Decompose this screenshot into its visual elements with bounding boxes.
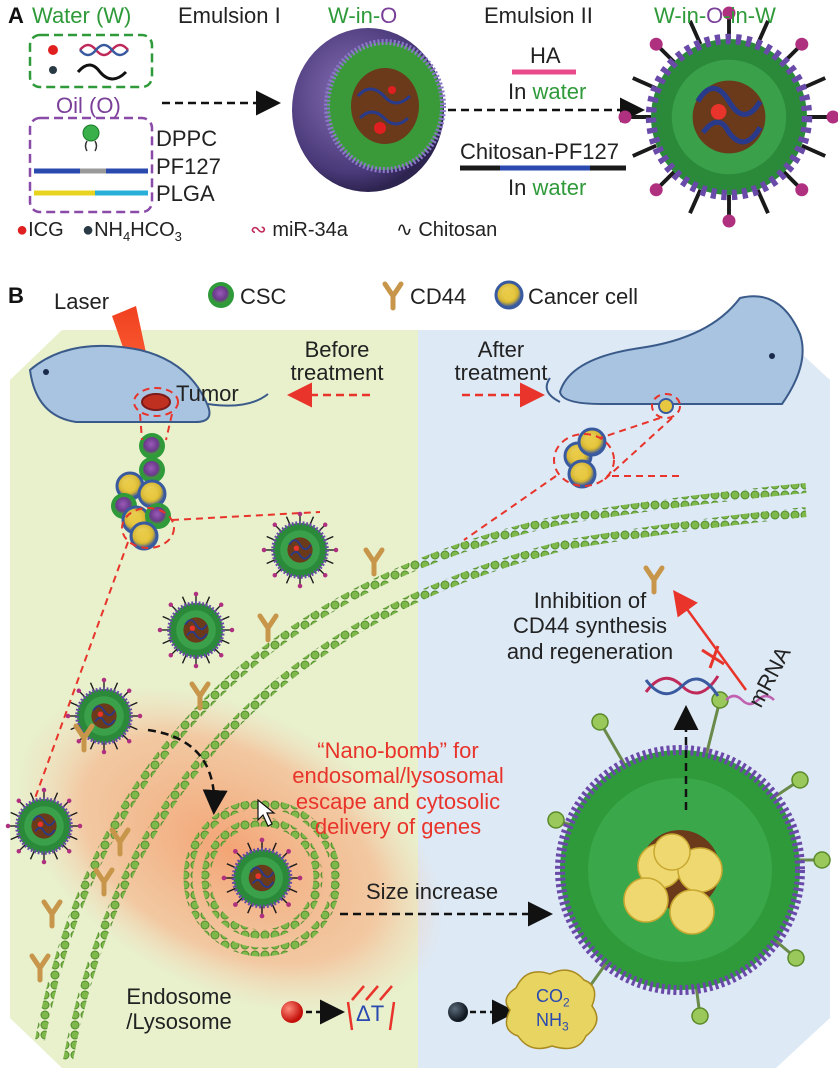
panel-b-letter: B (8, 283, 24, 308)
heat-glow (16, 685, 444, 1015)
emulsion1-label: Emulsion I (178, 3, 281, 28)
dna-helix-icon (644, 675, 720, 697)
oil-label: Oil (O) (56, 93, 121, 118)
legend-nh4hco3: ●NH4HCO3 (82, 219, 182, 244)
w-in-o-in-w-particle (619, 7, 838, 228)
chitosan-curve-icon (76, 63, 128, 81)
cancer-cell-icon (494, 280, 524, 310)
water-label: Water (W) (32, 3, 132, 28)
endosome-label: Endosome/Lysosome (126, 984, 232, 1035)
nh4hco3-dot-icon (49, 66, 57, 74)
cell-membrane-outer (35, 483, 807, 1041)
cell-membrane-inner (63, 507, 807, 1061)
zoom-lines (29, 387, 684, 813)
plga-label: PLGA (156, 181, 215, 206)
ha-in-water: In water (508, 79, 587, 104)
swollen-particle (547, 691, 831, 1025)
internalization-arrow (147, 728, 228, 815)
chitosan-pf127-label: Chitosan-PF127 (460, 139, 619, 164)
w-in-o-in-w-label: W-in-O-in-W (654, 3, 776, 28)
mrna-icon (725, 694, 775, 706)
mouse-right-icon (545, 295, 804, 414)
mir-helix-icon (79, 43, 129, 57)
cancer-cell-label: Cancer cell (528, 284, 639, 309)
legend-mir: ∾ miR-34a (250, 219, 348, 241)
heat-marks-icon (346, 985, 396, 1031)
cursor-icon (257, 798, 276, 827)
w-in-o-label: W-in-O (328, 3, 398, 28)
icg-dot-icon (48, 45, 58, 55)
csc-icon (208, 282, 234, 308)
ha-label: HA (530, 43, 561, 68)
csc-label: CSC (240, 284, 287, 309)
oil-box (28, 116, 154, 214)
dppc-label: DPPC (156, 126, 218, 151)
icg-red-ball-icon (281, 1001, 303, 1023)
gas-cloud-icon (505, 969, 598, 1050)
cd44-legend-icon (385, 284, 401, 308)
mouse-left-icon (28, 344, 269, 423)
panel-b-graphics (0, 280, 831, 1068)
inhibition-cross-icon (701, 645, 725, 669)
panel-a-letter: A (8, 3, 24, 28)
water-box (28, 33, 154, 89)
w-in-o-particle (292, 28, 446, 192)
legend-chitosan: ∿ Chitosan (396, 219, 498, 241)
laser-label: Laser (54, 289, 110, 314)
emulsion2-label: Emulsion II (484, 3, 593, 28)
cd44-label: CD44 (410, 284, 467, 309)
panel-a-graphics (28, 7, 838, 228)
inhibition-arrow (673, 589, 748, 691)
size-increase-label: Size increase (366, 879, 499, 904)
pf127-label: PF127 (156, 154, 221, 179)
dppc-head-icon (82, 124, 100, 142)
chitosan-in-water: In water (508, 175, 587, 200)
legend-icg: ●ICG (16, 219, 64, 241)
delta-t-label: ΔT (356, 1001, 385, 1026)
nh4hco3-ball-icon (448, 1002, 468, 1022)
tumor-label: Tumor (176, 381, 239, 406)
